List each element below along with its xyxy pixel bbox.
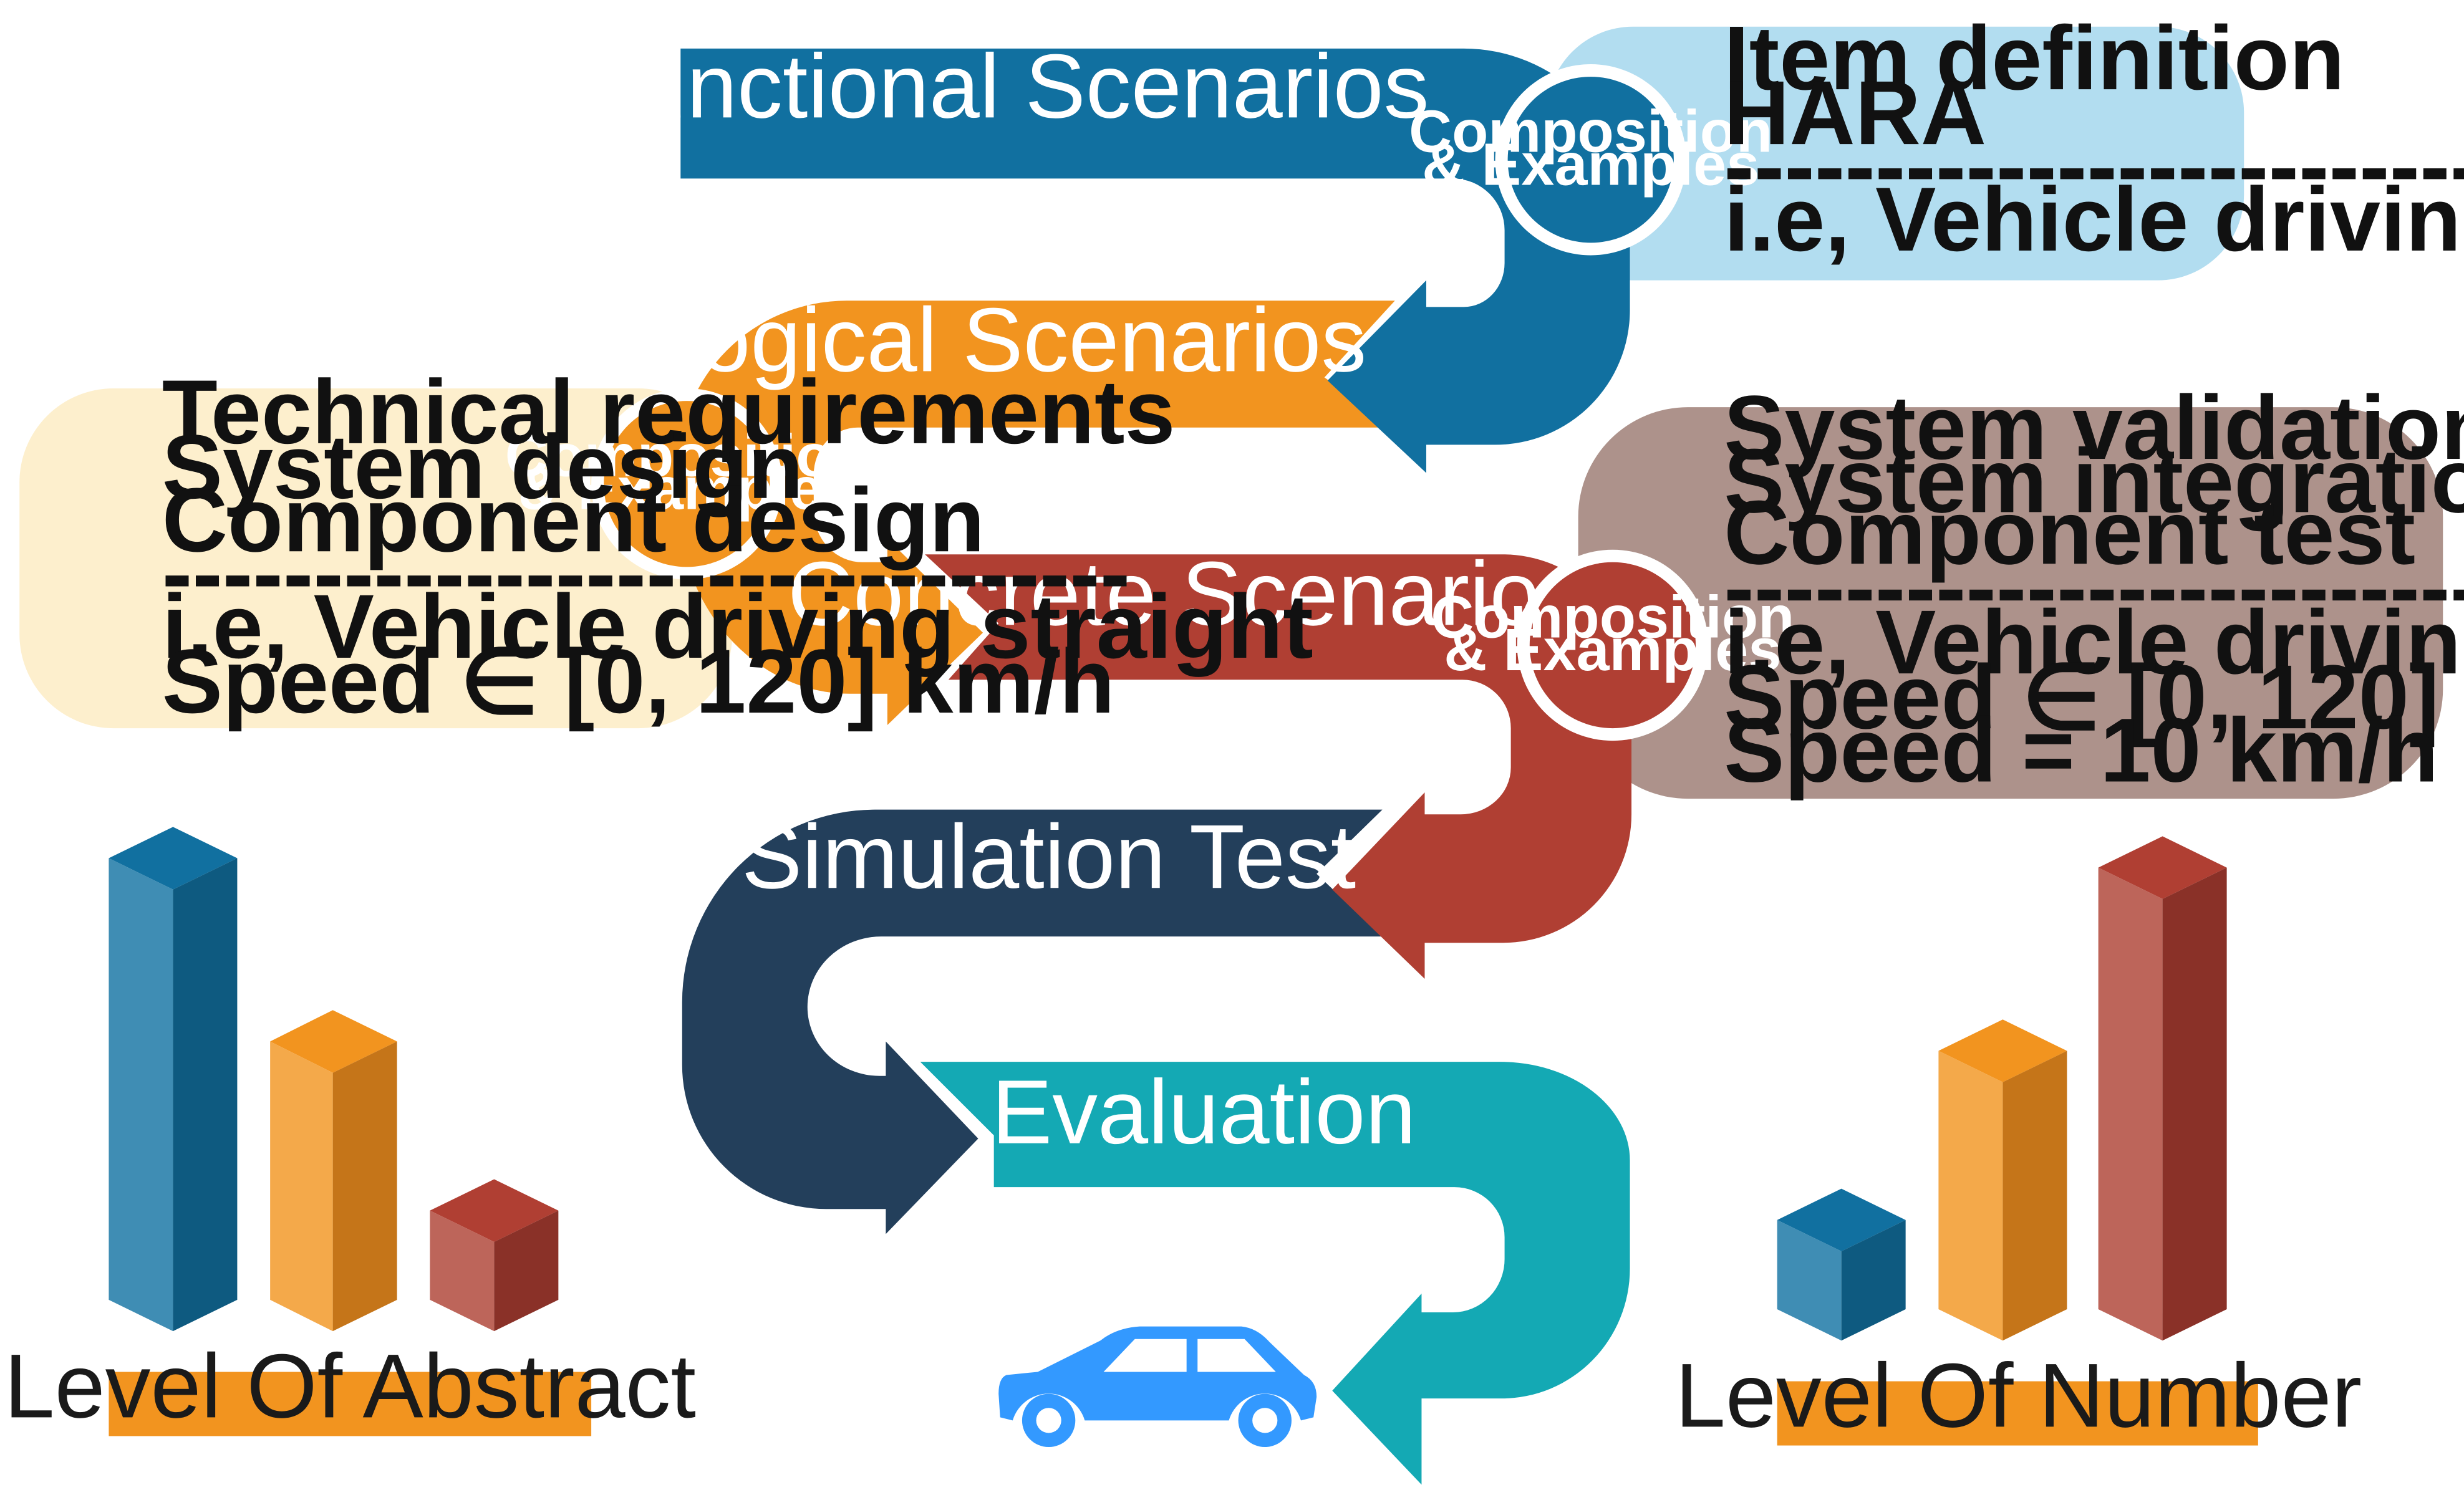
hub-logical-line2: & Examples — [518, 456, 856, 522]
note-logical: Technical requirements System design Com… — [162, 361, 1313, 732]
car-icon — [998, 1326, 1317, 1448]
note-functional-line: HARA — [1724, 62, 1986, 163]
stage-label-functional: Functional Scenarios — [581, 35, 1429, 137]
band-functional — [680, 48, 1630, 473]
note-logical-line: System design — [162, 416, 803, 517]
stage-label-logical: Logical Scenarios — [649, 289, 1366, 390]
note-concrete-line: Speed ∈ [0, 120] km/h — [1724, 646, 2464, 748]
band-simulation — [682, 809, 1383, 1234]
number-bar-orange — [1938, 1019, 2067, 1341]
legend-abstract: Level Of Abstract — [4, 1335, 696, 1436]
note-concrete-divider: ----------------------------------------… — [1724, 536, 2464, 638]
stage-label-evaluation: Evaluation — [992, 1061, 1416, 1163]
band-concrete — [925, 554, 1632, 979]
note-logical-line: i.e, Vehicle driving straight — [162, 575, 1313, 677]
band-logical — [677, 301, 1395, 726]
hub-functional-line2: & Examples — [1422, 132, 1759, 198]
legend-abstract-label: Level Of Abstract — [4, 1335, 696, 1436]
legend-number: Level Of Number — [1675, 1344, 2362, 1446]
hub-concrete-line2: & Examples — [1444, 617, 1781, 683]
note-concrete: System validation & acceptance test Syst… — [1724, 377, 2464, 801]
note-concrete-line: i.e, Vehicle driving straight — [1724, 591, 2464, 693]
note-concrete-bg — [1578, 407, 2443, 799]
note-concrete-line: System validation & acceptance test — [1724, 377, 2464, 478]
legend-number-label: Level Of Number — [1675, 1344, 2362, 1446]
note-logical-divider: -------------------------------- — [162, 522, 1130, 624]
note-functional-line: Item definition — [1724, 7, 2344, 108]
number-bar-red — [2098, 836, 2227, 1341]
hub-concrete-line1: Composition — [1431, 584, 1794, 650]
abstract-bar-orange — [270, 1010, 397, 1332]
note-functional: Item definition HARA -------------------… — [1724, 7, 2464, 270]
note-functional-line: i.e, Vehicle driving straight — [1724, 168, 2464, 270]
note-concrete-line: Component test — [1724, 481, 2415, 583]
hub-functional: Composition & Examples — [1409, 64, 1772, 256]
abstract-bar-red — [430, 1179, 559, 1332]
note-logical-line: Technical requirements — [162, 361, 1176, 463]
abstract-bar-blue — [109, 827, 238, 1332]
number-bar-blue — [1777, 1188, 1906, 1341]
note-concrete-line: System integration & test — [1724, 430, 2464, 531]
note-functional-divider: -------------------------------- — [1724, 115, 2464, 217]
note-logical-line: Speed ∈ [0, 120] km/h — [162, 630, 1115, 732]
band-evaluation — [920, 1062, 1630, 1485]
hub-logical-line1: Composition — [505, 423, 869, 489]
bar-chart-decreasing-icon — [109, 827, 559, 1332]
note-logical-bg — [19, 388, 733, 729]
bar-chart-increasing-icon — [1777, 836, 2227, 1341]
hub-functional-line1: Composition — [1409, 99, 1772, 165]
hub-concrete: Composition & Examples — [1431, 549, 1794, 741]
hub-logical: Composition & Examples — [505, 388, 869, 580]
stage-label-concrete: Concrete Scenarios — [788, 542, 1585, 644]
note-logical-line: Component design — [162, 469, 985, 570]
note-functional-bg — [1547, 26, 2244, 281]
stage-label-simulation: Simulation Test — [742, 805, 1356, 907]
note-concrete-line: Speed = 10 km/h — [1724, 699, 2438, 801]
